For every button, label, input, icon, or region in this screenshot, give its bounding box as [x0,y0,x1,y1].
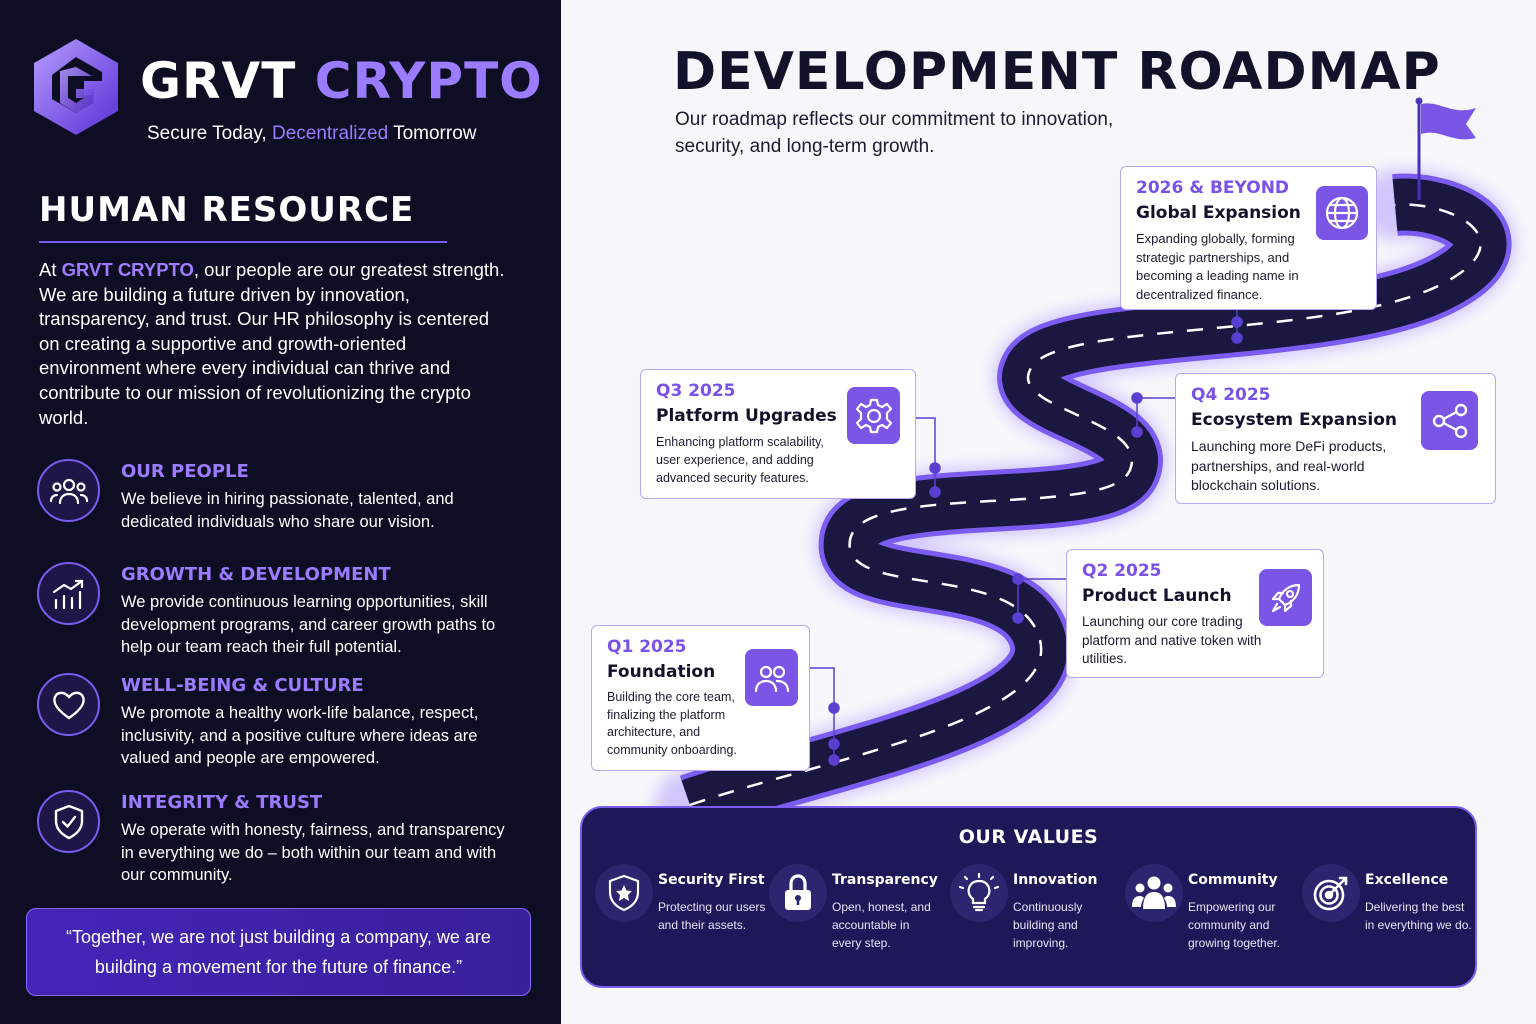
value-name: Transparency [832,872,938,888]
globe-icon [1316,186,1368,240]
milestone-title: Product Launch [1082,586,1232,606]
team-icon [745,649,798,706]
roadmap-subtitle: Our roadmap reflects our commitment to i… [675,109,1114,157]
tagline-part2: Tomorrow [388,123,477,144]
milestone-q3-2025: Q3 2025 Platform Upgrades Enhancing plat… [640,369,916,499]
milestone-q4-2025: Q4 2025 Ecosystem Expansion Launching mo… [1175,373,1496,504]
roadmap-title: DEVELOPMENT ROADMAP [673,42,1441,102]
brand-name-part1: GRVT [140,52,297,110]
pillar-text: We provide continuous learning opportuni… [121,593,496,656]
value-text: Open, honest, and accountable in every s… [832,900,931,950]
gear-icon [847,387,900,444]
hr-title-underline [39,241,447,243]
shield-star-icon [595,864,653,922]
milestone-quarter: 2026 & BEYOND [1136,178,1290,198]
hr-title: HUMAN RESOURCE [39,190,415,230]
milestone-text: Expanding globally, forming strategic pa… [1136,231,1299,302]
value-name: Excellence [1365,872,1449,888]
milestone-text: Building the core team, finalizing the p… [607,690,737,757]
milestone-quarter: Q3 2025 [656,381,736,401]
milestone-2026-beyond: 2026 & BEYOND Global Expansion Expanding… [1120,166,1377,310]
brand-tagline: Secure Today, Decentralized Tomorrow [147,123,477,145]
brand-name: GRVT CRYPTO [140,52,543,110]
shield-check-icon [37,790,100,853]
heart-icon [37,673,100,736]
milestone-quarter: Q1 2025 [607,637,687,657]
value-text: Continuously building and improving. [1013,900,1083,950]
milestone-text: Enhancing platform scalability, user exp… [656,435,824,485]
grvt-logo-icon [34,39,118,135]
our-values-panel: OUR VALUES Security First Protecting our… [580,806,1477,988]
milestone-quarter: Q4 2025 [1191,385,1271,405]
milestone-text: Launching our core trading platform and … [1082,614,1262,666]
value-text: Protecting our users and their assets. [658,900,766,932]
value-text: Delivering the best in everything we do. [1365,900,1472,932]
growth-chart-icon [37,562,100,625]
lock-icon [769,864,827,922]
milestone-q2-2025: Q2 2025 Product Launch Launching our cor… [1066,549,1324,678]
pillar-text: We believe in hiring passionate, talente… [121,490,454,531]
milestone-text: Launching more DeFi products, partnershi… [1191,438,1387,493]
hr-panel: GRVT CRYPTO Secure Today, Decentralized … [0,0,561,1024]
pillar-title: INTEGRITY & TRUST [121,792,323,813]
milestone-quarter: Q2 2025 [1082,561,1162,581]
finish-flag-icon [1415,97,1476,200]
value-name: Security First [658,872,765,888]
milestone-q1-2025: Q1 2025 Foundation Building the core tea… [591,625,810,771]
people-icon [37,459,100,522]
hr-intro-text: , our people are our greatest strength. … [39,259,505,428]
pillar-title: WELL-BEING & CULTURE [121,675,364,696]
pillar-title: OUR PEOPLE [121,461,249,482]
hr-quote: “Together, we are not just building a co… [26,908,531,996]
value-name: Community [1188,872,1278,888]
target-icon [1302,864,1360,922]
hr-intro: At GRVT CRYPTO, our people are our great… [39,258,509,430]
milestone-title: Foundation [607,662,716,682]
road-center-line [689,203,1482,807]
milestone-connectors [808,310,1243,766]
tagline-part1: Secure Today, [147,123,272,144]
values-title: OUR VALUES [958,826,1099,848]
hr-intro-highlight: GRVT CRYPTO [61,259,194,280]
tagline-highlight: Decentralized [271,123,389,144]
milestone-title: Global Expansion [1136,203,1301,223]
hr-quote-text: “Together, we are not just building a co… [66,927,491,977]
milestone-title: Platform Upgrades [656,406,837,426]
community-icon [1125,864,1183,922]
lightbulb-icon [950,864,1008,922]
rocket-icon [1259,569,1312,626]
pillar-title: GROWTH & DEVELOPMENT [121,564,391,585]
value-name: Innovation [1013,872,1098,888]
share-nodes-icon [1421,391,1478,450]
hr-intro-prefix: At [39,259,62,280]
pillar-text: We operate with honesty, fairness, and t… [121,821,505,884]
brand-name-part2: CRYPTO [314,52,543,110]
pillar-text: We promote a healthy work-life balance, … [121,704,479,767]
value-text: Empowering our community and growing tog… [1188,900,1281,950]
milestone-title: Ecosystem Expansion [1191,410,1398,430]
